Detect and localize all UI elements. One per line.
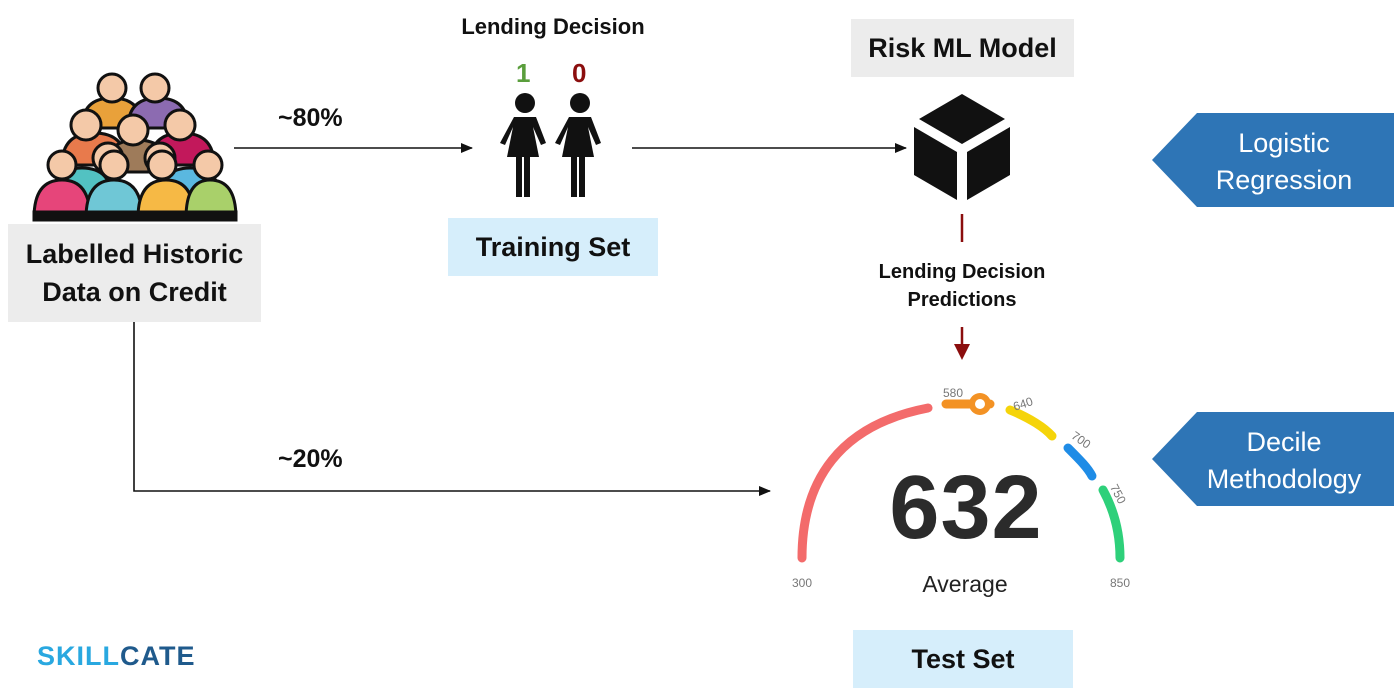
predictions-label: Lending Decision Predictions	[852, 258, 1072, 314]
test-set-box: Test Set	[853, 630, 1073, 688]
decile-callout	[1152, 412, 1394, 506]
score-gauge	[797, 399, 1125, 563]
decile-line2: Methodology	[1206, 464, 1362, 494]
gauge-tick-min: 300	[792, 576, 813, 590]
declined-label: 0	[572, 58, 587, 88]
gauge-segment-green	[1098, 485, 1125, 563]
lending-decision-title: Lending Decision	[461, 14, 645, 39]
decile-methodology-label: Decile Methodology	[1195, 424, 1373, 498]
person-icon-approved	[500, 93, 546, 197]
person-icons	[500, 93, 601, 197]
predictions-arrowhead	[954, 344, 970, 360]
brand-part1: SKILL	[37, 641, 120, 671]
gauge-segment-blue	[1063, 443, 1097, 481]
train-split-label: ~80%	[278, 104, 343, 132]
cube-model-icon	[914, 94, 1010, 200]
brand-logo: SKILLCATE	[37, 641, 196, 672]
gauge-segment-red	[797, 403, 933, 563]
people-crowd-icon	[32, 72, 238, 222]
training-set-box: Training Set	[448, 218, 658, 276]
approved-label: 1	[516, 58, 531, 88]
gauge-score-label: Average	[922, 571, 1008, 597]
predictions-line2: Predictions	[907, 289, 1017, 311]
historic-data-line1: Labelled Historic	[25, 239, 244, 269]
brand-part2: CATE	[120, 641, 196, 671]
logistic-line2: Regression	[1215, 165, 1353, 195]
test-split-label: ~20%	[278, 445, 343, 473]
arrow-to-test	[133, 322, 771, 496]
logistic-regression-label: Logistic Regression	[1200, 125, 1368, 199]
gauge-score-value: 632	[889, 458, 1043, 558]
gauge-marker	[969, 393, 991, 415]
gauge-tick-max: 850	[1110, 576, 1131, 590]
predictions-line1: Lending Decision	[878, 261, 1046, 283]
person-icon-declined	[555, 93, 601, 197]
decile-line1: Decile	[1246, 427, 1322, 457]
logistic-callout	[1152, 113, 1394, 207]
risk-model-box: Risk ML Model	[851, 19, 1074, 77]
gauge-tick-580: 580	[943, 386, 964, 400]
logistic-line1: Logistic	[1238, 128, 1330, 158]
gauge-segment-yellow	[1005, 405, 1057, 441]
historic-data-line2: Data on Credit	[42, 277, 227, 307]
historic-data-box: Labelled Historic Data on Credit	[8, 224, 261, 322]
